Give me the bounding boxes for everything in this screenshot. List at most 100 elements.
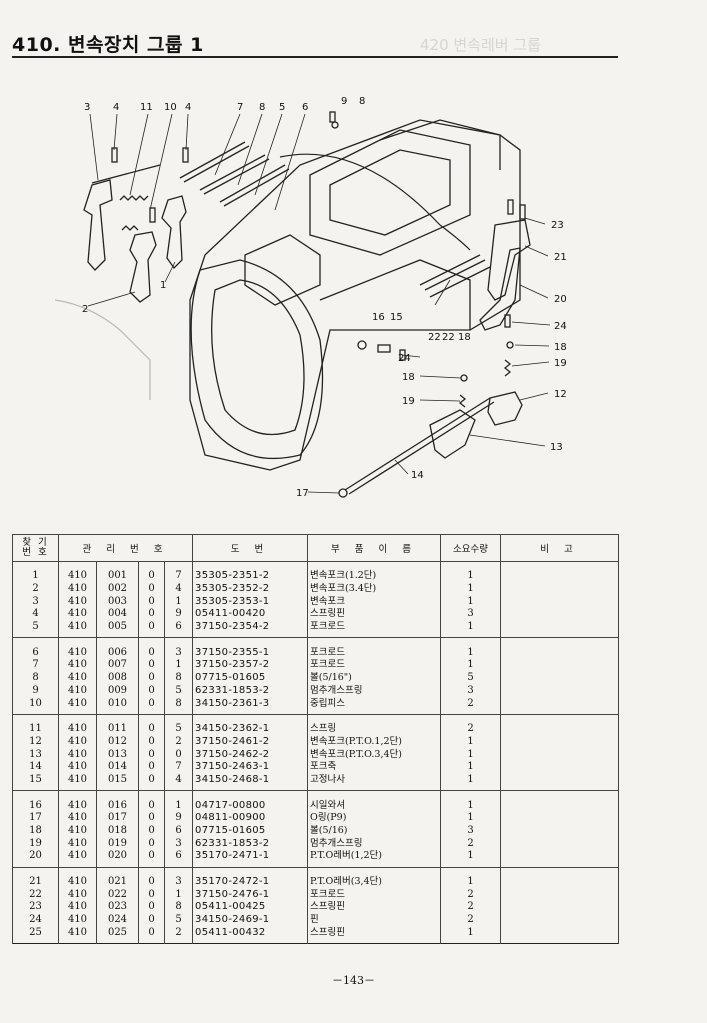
cell-name: 스프링핀: [307, 608, 442, 621]
cell-qty: 1: [440, 812, 502, 825]
cell-no: 13: [12, 748, 59, 761]
fork-12: [487, 391, 523, 426]
cell-name: 포크로드: [307, 637, 442, 660]
cell-b: 0: [163, 748, 194, 761]
cell-g: 410: [58, 866, 97, 889]
cell-no: 5: [12, 620, 59, 638]
cell-qty: 2: [440, 697, 502, 715]
cell-g: 410: [58, 620, 97, 638]
cell-qty: 2: [440, 713, 502, 736]
cell-no: 24: [12, 913, 59, 927]
cell-qty: 3: [440, 608, 502, 621]
cell-b: 8: [163, 671, 194, 685]
callout: 15: [390, 312, 403, 323]
header-remarks: 비 고: [500, 534, 620, 562]
cell-a: 0: [138, 850, 165, 868]
cell-g: 410: [58, 824, 97, 838]
cell-a: 0: [138, 913, 165, 927]
callout: 10: [164, 102, 177, 113]
cell-name: 변속포크: [307, 595, 442, 609]
cell-pn: 35170-2471-1: [192, 850, 309, 868]
pin-23a: [507, 199, 514, 215]
cell-a: 0: [138, 582, 165, 596]
pin-24: [504, 314, 511, 328]
cell-g: 410: [58, 773, 97, 791]
cell-qty: 1: [440, 620, 502, 638]
cell-remarks: [500, 913, 620, 927]
cell-pn: 35305-2352-2: [192, 582, 309, 596]
callout: 19: [402, 396, 415, 407]
callout: 4: [185, 102, 191, 113]
cell-name: 변속포크(P.T.O.1,2단): [307, 735, 442, 749]
cell-remarks: [500, 888, 620, 902]
cell-s: 011: [96, 713, 139, 736]
cell-g: 410: [58, 790, 97, 812]
cell-name: 포크로드: [307, 888, 442, 902]
callout: 8: [259, 102, 265, 113]
cell-no: 23: [12, 901, 59, 914]
cell-b: 7: [163, 560, 194, 583]
spring-19-mid: [458, 394, 467, 408]
cell-qty: 2: [440, 888, 502, 902]
cell-b: 8: [163, 697, 194, 715]
cell-pn: 37150-2354-2: [192, 620, 309, 638]
cell-s: 006: [96, 637, 139, 660]
cell-a: 0: [138, 684, 165, 698]
callout: 17: [296, 488, 309, 499]
cell-a: 0: [138, 837, 165, 851]
cell-no: 18: [12, 824, 59, 838]
cell-b: 9: [163, 608, 194, 621]
cell-name: 볼(5/16"): [307, 671, 442, 685]
cell-remarks: [500, 560, 620, 583]
cell-b: 7: [163, 760, 194, 774]
cell-remarks: [500, 926, 620, 944]
cell-a: 0: [138, 595, 165, 609]
cell-s: 020: [96, 850, 139, 868]
top-cover-detail: [329, 149, 451, 236]
cell-name: 멈추개스프링: [307, 684, 442, 698]
cell-remarks: [500, 671, 620, 685]
cell-remarks: [500, 837, 620, 851]
cell-qty: 5: [440, 671, 502, 685]
cell-b: 6: [163, 850, 194, 868]
cell-g: 410: [58, 913, 97, 927]
cell-remarks: [500, 582, 620, 596]
cell-no: 11: [12, 713, 59, 736]
cell-b: 4: [163, 582, 194, 596]
washer-16: [357, 340, 367, 350]
cell-no: 1: [12, 560, 59, 583]
cell-pn: 07715-01605: [192, 824, 309, 838]
callout: 23: [551, 220, 564, 231]
cell-qty: 1: [440, 735, 502, 749]
cell-s: 022: [96, 888, 139, 902]
rods-22: [419, 254, 491, 298]
cell-s: 001: [96, 560, 139, 583]
cell-a: 0: [138, 812, 165, 825]
cell-g: 410: [58, 608, 97, 621]
cell-a: 0: [138, 659, 165, 672]
cell-no: 10: [12, 697, 59, 715]
rod-5: [219, 164, 290, 207]
callout: 2: [82, 304, 88, 315]
callout: 9: [341, 96, 347, 107]
oring-17: [338, 488, 348, 498]
callout: 4: [113, 102, 119, 113]
cell-a: 0: [138, 735, 165, 749]
cell-g: 410: [58, 684, 97, 698]
cell-pn: 37150-2463-1: [192, 760, 309, 774]
cell-name: 멈추개스프링: [307, 837, 442, 851]
callout: 8: [359, 96, 365, 107]
cell-no: 22: [12, 888, 59, 902]
cell-g: 410: [58, 735, 97, 749]
cell-pn: 05411-00425: [192, 901, 309, 914]
cell-qty: 2: [440, 837, 502, 851]
cell-b: 5: [163, 684, 194, 698]
